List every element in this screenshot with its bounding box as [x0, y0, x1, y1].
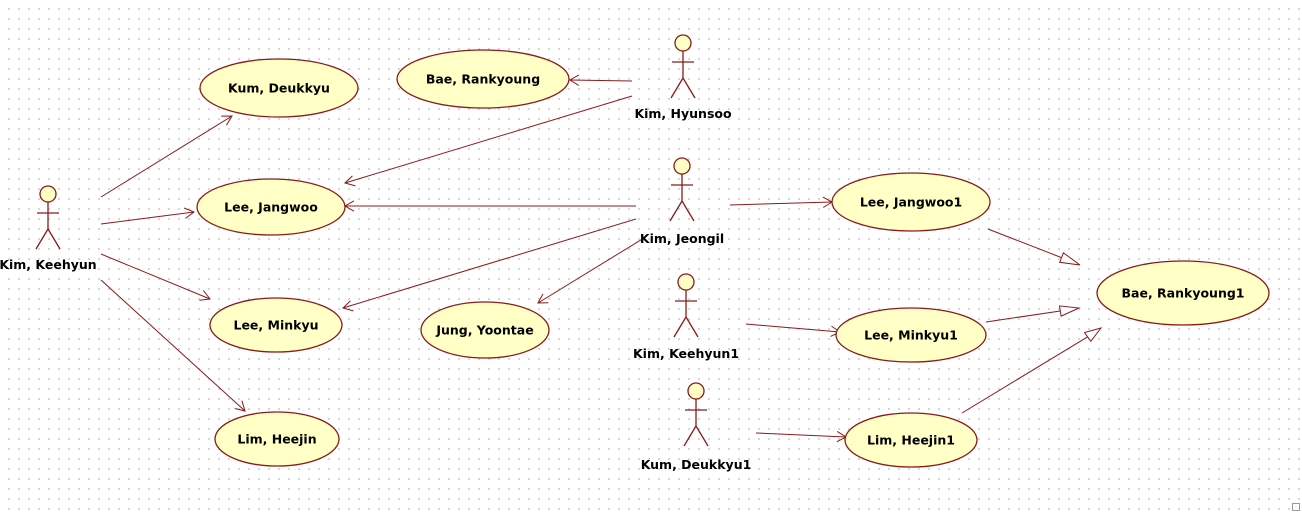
usecase-lim-heejin[interactable]: Lim, Heejin [214, 411, 340, 467]
usecase-label: Lim, Heejin [237, 432, 316, 447]
actor-label: Kim, Hyunsoo [634, 106, 732, 121]
usecase-label: Bae, Rankyoung [426, 72, 540, 87]
actor-icon [687, 382, 705, 400]
usecase-label: Lim, Heejin1 [867, 433, 955, 448]
association-jeongil-lee-jangwoo[interactable] [344, 200, 636, 212]
association-keehyun-kum-deukkyu[interactable] [100, 115, 233, 198]
resize-handle[interactable] [1292, 503, 1300, 511]
association-keehyun1-lee-minkyu1[interactable] [745, 323, 841, 337]
actor-label: Kim, Keehyun1 [633, 346, 739, 361]
actor-kim-jeongil[interactable]: Kim, Jeongil [640, 157, 724, 246]
association-keehyun-lim-heejin[interactable] [100, 279, 246, 412]
association-hyunsoo-bae-rankyoung[interactable] [569, 74, 633, 86]
usecase-jung-yoontae[interactable]: Jung, Yoontae [420, 301, 550, 359]
actor-kum-deukkyu1[interactable]: Kum, Deukkyu1 [641, 382, 752, 472]
usecase-bae-rankyoung1[interactable]: Bae, Rankyoung1 [1096, 260, 1270, 326]
usecase-kum-deukkyu[interactable]: Kum, Deukkyu [199, 58, 359, 118]
actor-icon [677, 273, 695, 291]
actor-icon [674, 34, 692, 52]
usecase-label: Lee, Jangwoo [224, 200, 318, 215]
actor-kim-keehyun[interactable]: Kim, Keehyun [0, 185, 97, 272]
association-keehyun-lee-minkyu[interactable] [100, 253, 211, 301]
actor-kim-hyunsoo[interactable]: Kim, Hyunsoo [634, 34, 732, 121]
usecase-lee-minkyu[interactable]: Lee, Minkyu [209, 297, 343, 353]
actor-label: Kim, Keehyun [0, 257, 97, 272]
usecase-label: Lee, Minkyu1 [864, 328, 958, 343]
actor-icon [673, 157, 691, 175]
association-jeongil-jung-yoontae[interactable] [537, 237, 645, 304]
generalization-lee-minkyu1-bae-rankyoung1[interactable] [985, 305, 1081, 323]
usecase-lee-jangwoo1[interactable]: Lee, Jangwoo1 [831, 172, 991, 232]
usecase-label: Jung, Yoontae [435, 323, 533, 338]
usecase-label: Lee, Minkyu [233, 318, 318, 333]
actor-label: Kim, Jeongil [640, 231, 724, 246]
relationships [100, 74, 1103, 443]
association-keehyun-lee-jangwoo[interactable] [100, 207, 196, 225]
generalization-lim-heejin1-bae-rankyoung1[interactable] [961, 327, 1103, 414]
actor-kim-keehyun1[interactable]: Kim, Keehyun1 [633, 273, 739, 361]
actor-label: Kum, Deukkyu1 [641, 457, 752, 472]
usecase-bae-rankyoung[interactable]: Bae, Rankyoung [396, 49, 570, 109]
usecase-lee-minkyu1[interactable]: Lee, Minkyu1 [835, 307, 987, 363]
usecase-label: Kum, Deukkyu [228, 81, 330, 96]
usecase-lee-jangwoo[interactable]: Lee, Jangwoo [196, 178, 346, 236]
usecase-lim-heejin1[interactable]: Lim, Heejin1 [844, 412, 978, 468]
association-deukkyu1-lim-heejin1[interactable] [755, 430, 847, 443]
association-hyunsoo-lee-jangwoo[interactable] [344, 95, 633, 187]
usecase-label: Lee, Jangwoo1 [860, 195, 962, 210]
actor-icon [39, 185, 57, 203]
generalization-lee-jangwoo1-bae-rankyoung1[interactable] [987, 228, 1081, 266]
usecase-label: Bae, Rankyoung1 [1122, 286, 1245, 301]
association-jeongil-lee-jangwoo1[interactable] [729, 196, 833, 208]
association-jeongil-lee-minkyu[interactable] [342, 218, 637, 312]
